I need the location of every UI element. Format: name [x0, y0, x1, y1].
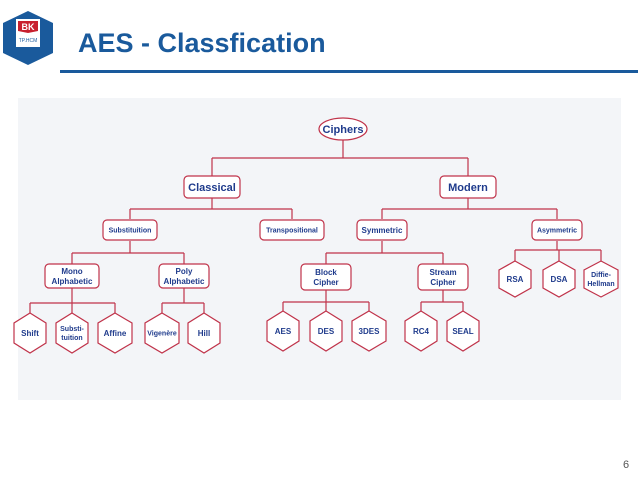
node-label: Cipher	[430, 278, 455, 287]
node-label: Classical	[188, 182, 236, 194]
node-shape	[498, 260, 532, 298]
node-shape	[158, 263, 210, 289]
node-affine: Affine	[97, 312, 133, 354]
node-label: AES	[275, 327, 292, 336]
node-shape	[351, 310, 387, 352]
node-label: tuition	[61, 335, 82, 342]
node-label: Mono	[61, 267, 82, 276]
node-shape	[356, 219, 408, 241]
node-shape	[404, 310, 438, 352]
node-shape	[13, 312, 47, 354]
node-label: Vigenère	[147, 330, 177, 337]
node-label: RC4	[413, 327, 430, 336]
node-ciphers: Ciphers	[318, 117, 368, 141]
node-label: Stream	[429, 268, 456, 277]
node-label: 3DES	[359, 327, 381, 336]
page-title: AES - Classfication	[78, 28, 326, 58]
node-shape	[318, 117, 368, 141]
node-rsa: RSA	[498, 260, 532, 298]
page-number: 6	[623, 459, 630, 471]
node-label: Modern	[448, 182, 488, 194]
node-dsa: DSA	[542, 260, 576, 298]
node-label: Diffie-	[591, 272, 612, 279]
node-label: Asymmetric	[537, 227, 577, 234]
node-shape	[309, 310, 343, 352]
node-label: Alphabetic	[52, 277, 93, 286]
node-shape	[439, 175, 497, 199]
node-shape	[55, 312, 89, 354]
node-shape	[259, 219, 325, 241]
node-label: Alphabetic	[164, 277, 205, 286]
node-symmetric: Symmetric	[356, 219, 408, 241]
node-shape	[44, 263, 100, 289]
node-label: RSA	[507, 275, 524, 284]
node-label: Hill	[198, 329, 210, 338]
node-label: SEAL	[452, 327, 473, 336]
node-shape	[300, 263, 352, 291]
node-label: DSA	[551, 275, 568, 284]
node-label: Substi-	[60, 326, 84, 333]
node-classical: Classical	[183, 175, 241, 199]
node-label: Shift	[21, 329, 39, 338]
node-label: Symmetric	[362, 226, 403, 235]
university-logo: BK TP.HCM	[1, 9, 55, 67]
node-label: Poly	[176, 267, 193, 276]
node-shape	[183, 175, 241, 199]
node-vigenere: Vigenère	[144, 312, 180, 354]
node-label: Transpositional	[266, 227, 318, 234]
node-shape	[144, 312, 180, 354]
svg-text:BK: BK	[22, 22, 35, 32]
node-asymmetric: Asymmetric	[531, 219, 583, 241]
node-label: DES	[318, 327, 335, 336]
node-hill: Hill	[187, 312, 221, 354]
node-substitution: Substituition	[102, 219, 158, 241]
title-underline	[60, 70, 638, 73]
node-shape	[531, 219, 583, 241]
svg-text:TP.HCM: TP.HCM	[19, 38, 38, 44]
node-label: Block	[315, 268, 337, 277]
node-shape	[446, 310, 480, 352]
node-shape	[97, 312, 133, 354]
node-rc4: RC4	[404, 310, 438, 352]
node-label: Affine	[104, 329, 127, 338]
node-substitution-leaf: Substi-tuition	[55, 312, 89, 354]
node-aes: AES	[266, 310, 300, 352]
node-shape	[417, 263, 469, 291]
node-3des: 3DES	[351, 310, 387, 352]
node-diffie-hellman: Diffie- Hellman	[583, 260, 619, 298]
node-shape	[102, 219, 158, 241]
node-label: Ciphers	[323, 124, 364, 136]
node-transpositional: Transpositional	[259, 219, 325, 241]
tree-connectors	[29, 140, 602, 313]
node-modern: Modern	[439, 175, 497, 199]
node-label: Cipher	[313, 278, 338, 287]
node-des: DES	[309, 310, 343, 352]
node-shape	[187, 312, 221, 354]
node-shift: Shift	[13, 312, 47, 354]
node-seal: SEAL	[446, 310, 480, 352]
node-label: Hellman	[587, 281, 614, 288]
node-shape	[583, 260, 619, 298]
node-shape	[266, 310, 300, 352]
node-shape	[542, 260, 576, 298]
node-label: Substituition	[109, 227, 152, 234]
